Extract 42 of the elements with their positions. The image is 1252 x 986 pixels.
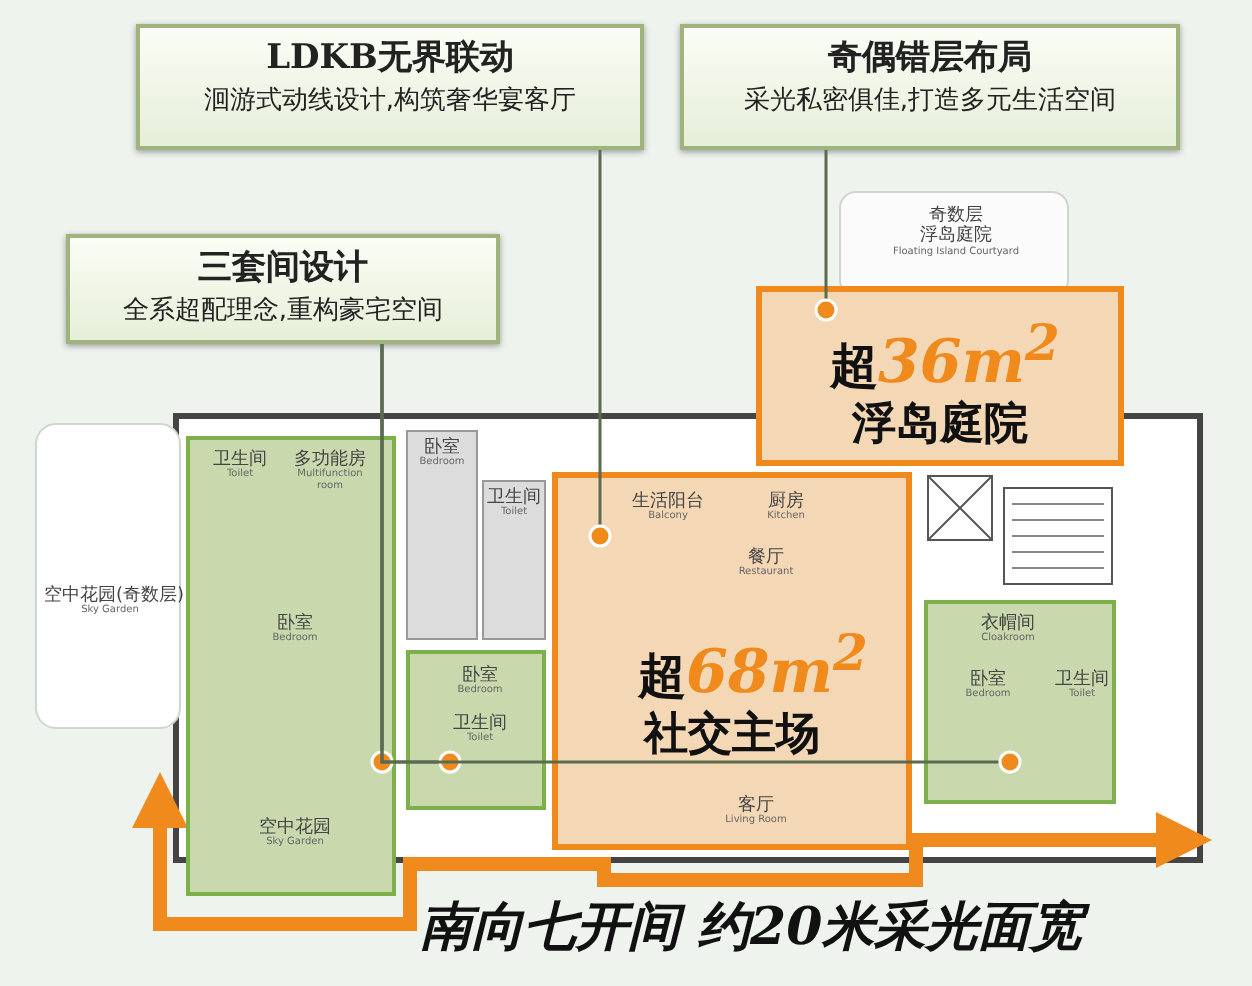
area-figure: 36m$^{2}$ [878, 316, 1060, 399]
highlight-area [552, 472, 912, 850]
room-label: 衣帽间 [979, 614, 1037, 634]
highlight-area [756, 286, 1124, 466]
leader-line [814, 150, 838, 322]
area-prefix: 超 [830, 338, 878, 394]
area-name: 社交主场 [641, 709, 822, 760]
callout-title: 三套间设计 [196, 250, 370, 290]
room-area [482, 480, 546, 640]
callout-text: 采光私密俱佳,打造多元生活空间 [741, 87, 1119, 117]
room-label: 客厅 [738, 796, 774, 816]
callout-title: LDKB无界联动 [264, 40, 516, 80]
room-label: 卧室 [277, 614, 313, 634]
leader-line [380, 344, 1022, 774]
area-prefix: 超 [638, 648, 686, 704]
callout-text: 洄游式动线设计,构筑奢华宴客厅 [201, 87, 579, 117]
area-figure: 68m$^{2}$ [686, 626, 868, 709]
callout-text: 全系超配理念,重构豪宅空间 [120, 297, 446, 327]
room-label: 卧室 [970, 670, 1006, 690]
room-label: 厨房 [766, 492, 806, 512]
callout-box [136, 24, 644, 150]
callout-box [66, 234, 500, 344]
leader-line [588, 150, 612, 548]
room-label: 卧室 [462, 666, 498, 686]
room-label: 浮岛庭院 [920, 226, 992, 247]
room-label: 卫生间 [485, 488, 543, 508]
room-label: 卫生间 [211, 450, 269, 470]
callout-box [680, 24, 1180, 150]
room-label: 奇数层 [929, 206, 983, 226]
room-label: 卧室 [424, 438, 460, 458]
callout-title: 奇偶错层布局 [826, 40, 1034, 80]
room-label: 卫生间 [1053, 670, 1111, 690]
room-label: 卫生间 [451, 714, 509, 734]
suite-area [924, 600, 1116, 804]
room-area [406, 430, 478, 640]
room-label: 多功能房 [292, 450, 368, 470]
area-name: 浮岛庭院 [849, 399, 1030, 450]
room-label: 餐厅 [748, 548, 784, 568]
room-label: 空中花园 [257, 818, 333, 838]
suite-area [406, 650, 546, 810]
room-label: 生活阳台 [630, 492, 706, 512]
suite-area [186, 436, 396, 896]
